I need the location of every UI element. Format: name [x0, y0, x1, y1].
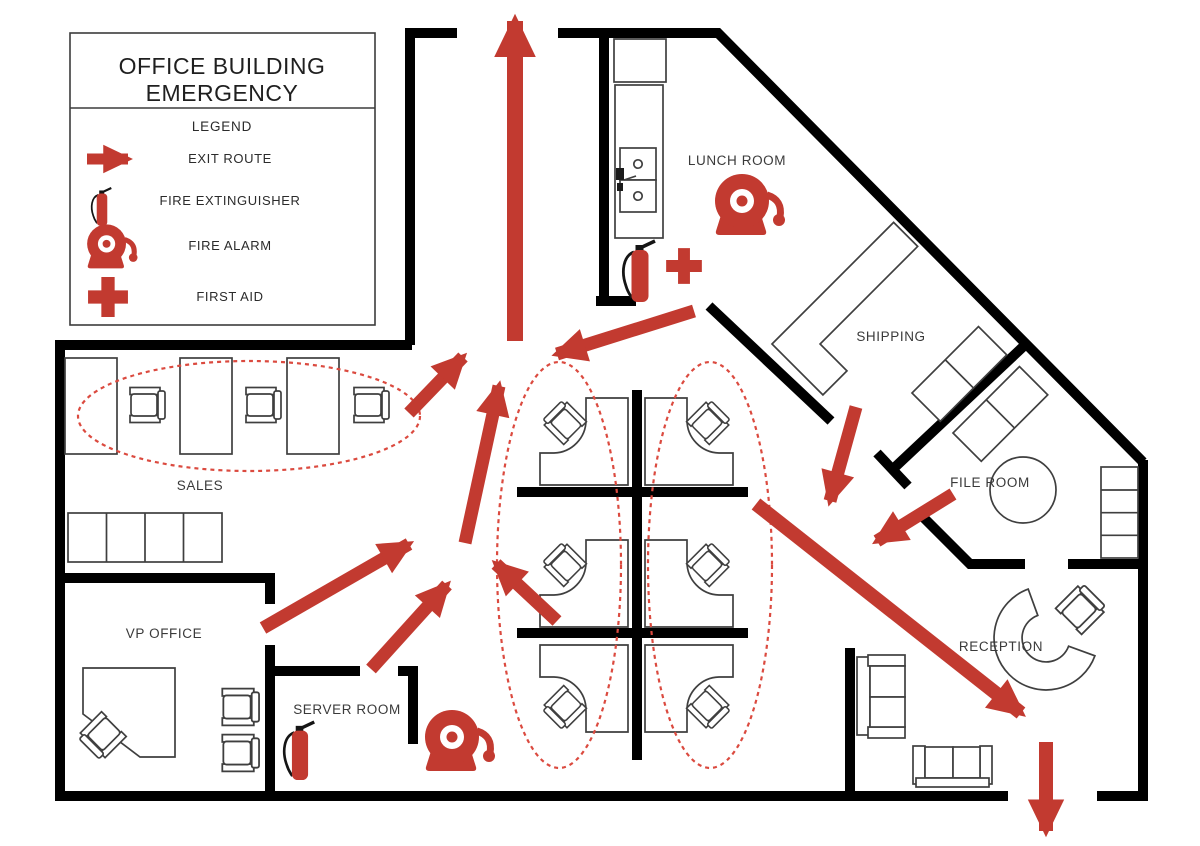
reception-desk [993, 581, 1109, 691]
cubicles-east-zone [646, 360, 774, 770]
fileroom-table [989, 456, 1139, 559]
wall-west-and-south [55, 345, 1008, 801]
legend-box [69, 32, 376, 326]
room-label-shipping: SHIPPING [856, 329, 925, 344]
walls [55, 28, 1148, 801]
vp-office-desk [75, 667, 260, 773]
first-aid-icon [666, 248, 702, 284]
legend: OFFICE BUILDING EMERGENCY LEGEND EXIT RO… [69, 32, 376, 326]
fire-alarm-icon [425, 710, 495, 771]
sales-shelf [67, 512, 223, 563]
room-labels: SALES VP OFFICE SERVER ROOM LUNCH ROOM S… [126, 153, 1043, 717]
wall-shipping-fileroom-cap [873, 449, 912, 490]
wall-corridor-west [405, 28, 457, 345]
waiting-couches [856, 654, 993, 788]
evacuation-zones [76, 359, 774, 770]
furniture [64, 38, 1139, 788]
wall-shipping-fileroom [889, 340, 1030, 473]
legend-label-first-aid: FIRST AID [196, 289, 263, 304]
legend-label-exit-route: EXIT ROUTE [188, 151, 272, 166]
room-label-vp-office: VP OFFICE [126, 626, 202, 641]
wall-shipping-west [705, 302, 835, 425]
wall-server-east [398, 666, 418, 744]
exit-routes [259, 13, 1065, 838]
room-label-server-room: SERVER ROOM [293, 702, 401, 717]
wall-lunchroom-west [596, 28, 636, 306]
exit-route-arrow-shipping-to-core [821, 405, 863, 507]
fire-extinguisher-icon [282, 720, 316, 782]
wall-north-diagonal [558, 28, 1147, 466]
exit-route-arrow-sales-to-corridor [404, 352, 468, 418]
legend-heading: LEGEND [192, 119, 252, 134]
exit-route-arrow-server-room-to-core [366, 580, 452, 674]
kitchen-counter [613, 38, 667, 239]
exit-route-arrow-cubicles-to-corridor [458, 380, 510, 545]
room-label-file-room: FILE ROOM [950, 475, 1030, 490]
sales-desks [64, 357, 390, 455]
plan-title-line2: EMERGENCY [146, 80, 299, 106]
fire-extinguisher-icon [621, 239, 657, 304]
exit-route-arrow-fileroom-to-core [872, 488, 957, 547]
shipping-table [770, 221, 919, 397]
fire-alarm-icon [715, 174, 785, 235]
exit-route-arrow-core-to-bottom-exit [751, 498, 1026, 719]
room-label-reception: RECEPTION [959, 639, 1043, 654]
plan-title-line1: OFFICE BUILDING [119, 53, 326, 79]
exit-route-arrow-lunchroom-to-corridor [551, 304, 696, 362]
wall-sales-vp-divider [55, 573, 275, 604]
room-label-sales: SALES [177, 478, 224, 493]
sales-desks-zone [76, 359, 422, 473]
legend-label-fire-extinguisher: FIRE EXTINGUISHER [160, 193, 301, 208]
exit-route-arrow-cubicles-south-to-core [491, 559, 562, 626]
room-label-lunch-room: LUNCH ROOM [688, 153, 786, 168]
cubicles-west-zone [495, 360, 623, 770]
legend-label-fire-alarm: FIRE ALARM [188, 238, 271, 253]
wall-south-east [1097, 460, 1148, 801]
exit-route-arrow-vp-office-to-core [259, 538, 415, 634]
wall-fileroom-south-west [914, 508, 1025, 569]
shipping-work-tables [910, 325, 1049, 463]
